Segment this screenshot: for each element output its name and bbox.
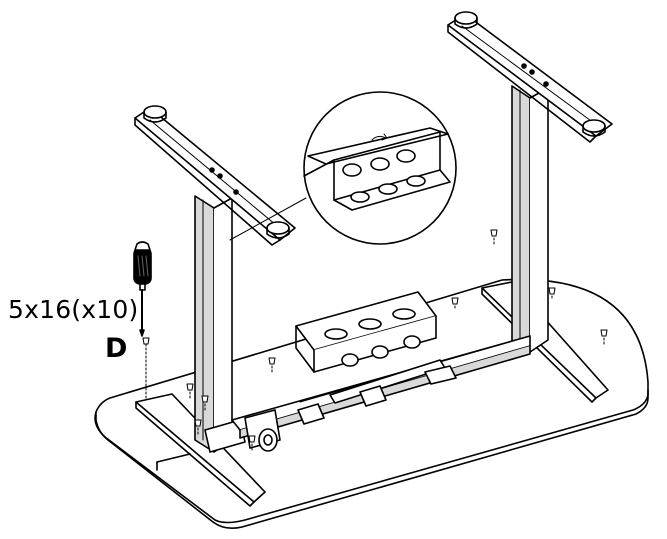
screw-spec-label: 5x16(x10)	[8, 295, 139, 324]
detail-callout	[230, 92, 456, 244]
detail-bracket	[304, 128, 450, 210]
screw-icon	[491, 230, 497, 246]
screw-icon	[549, 288, 555, 300]
screw-icon	[452, 298, 458, 310]
left-leg	[135, 106, 295, 506]
screw-icon	[269, 358, 275, 372]
screw-icon	[601, 330, 607, 346]
screw-icon	[202, 396, 208, 410]
screw-icon	[249, 436, 255, 450]
screw-part-label: D	[105, 333, 128, 364]
screw-icon	[195, 420, 201, 434]
screw-markers	[143, 230, 607, 450]
screw-icon	[143, 338, 149, 398]
cross-beam	[232, 336, 530, 451]
screw-icon	[187, 384, 193, 398]
cable-tray	[296, 292, 436, 372]
screwdriver-icon	[134, 242, 151, 336]
right-leg	[448, 12, 612, 402]
